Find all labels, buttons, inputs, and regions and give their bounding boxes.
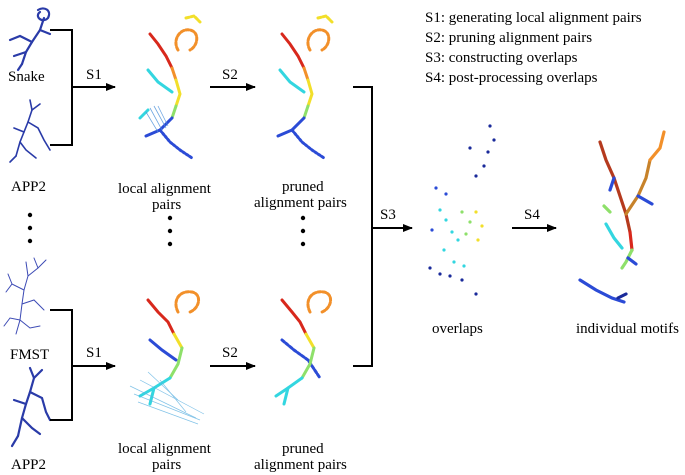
label-s1-bottom: S1	[86, 345, 102, 361]
label-pruned-top-2: alignment pairs	[254, 195, 347, 211]
label-snake: Snake	[8, 69, 45, 85]
label-local-bottom-2: pairs	[152, 457, 182, 473]
label-local-top-2: pairs	[152, 197, 182, 213]
overlaps-scatter	[428, 124, 496, 296]
merge-bracket	[353, 86, 413, 367]
input-snake-trace	[8, 7, 52, 72]
local-pairs-top-trace	[138, 14, 202, 160]
legend-item: S1: generating local alignment pairs	[425, 10, 642, 26]
top-bracket	[50, 29, 116, 146]
input-app2-top-trace	[9, 99, 51, 163]
input-app2-bottom-trace	[10, 366, 52, 448]
input-fmst-trace	[3, 257, 47, 335]
label-s2-bottom: S2	[222, 345, 238, 361]
label-local-bottom-1: local alignment	[118, 441, 211, 457]
label-fmst: FMST	[10, 347, 50, 363]
local-pairs-bottom-links	[129, 371, 205, 425]
label-app2-bottom: APP2	[11, 457, 47, 473]
label-local-top-1: local alignment	[118, 181, 211, 197]
label-pruned-bottom-2: alignment pairs	[254, 457, 347, 473]
motifs-trace	[578, 130, 666, 304]
label-s2-top: S2	[222, 67, 238, 83]
label-s4: S4	[524, 207, 540, 223]
legend-item: S3: constructing overlaps	[425, 50, 578, 66]
pruned-pairs-bottom-trace	[274, 290, 332, 406]
local-pairs-bottom-trace	[138, 290, 200, 406]
pruned-pairs-top-trace	[276, 14, 334, 160]
label-pruned-bottom-1: pruned	[282, 441, 324, 457]
steps-legend: S1: generating local alignment pairs S2:…	[425, 8, 642, 88]
label-app2-top: APP2	[11, 179, 47, 195]
label-overlaps: overlaps	[432, 321, 483, 337]
label-pruned-top-1: pruned	[282, 179, 324, 195]
ellipsis-dots	[27, 212, 306, 247]
legend-item: S2: pruning alignment pairs	[425, 30, 593, 46]
legend-item: S4: post-processing overlaps	[425, 70, 598, 86]
label-individual-motifs: individual motifs	[576, 321, 679, 337]
bottom-bracket	[50, 309, 116, 421]
local-pairs-top-links	[145, 105, 169, 133]
label-s1-top: S1	[86, 67, 102, 83]
label-s3: S3	[380, 207, 396, 223]
